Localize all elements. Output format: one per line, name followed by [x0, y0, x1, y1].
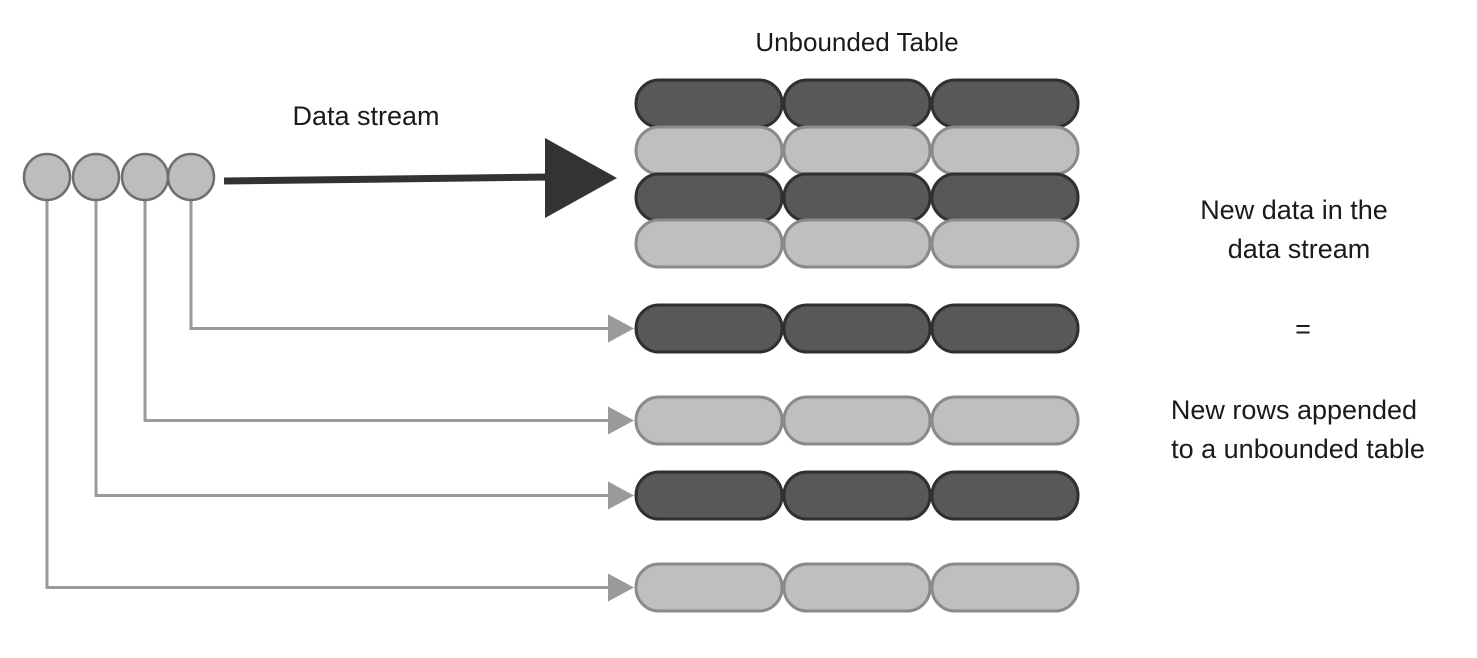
table-cell: [634, 218, 784, 269]
data-stream-arrow: [223, 138, 617, 218]
table-row: [634, 218, 1080, 269]
table-cell: [634, 78, 784, 129]
connector-arrowhead: [608, 406, 634, 435]
connector-arrow: [143, 200, 634, 435]
connector-arrowhead: [608, 573, 634, 602]
table-cell: [634, 562, 784, 613]
table-cell: [782, 125, 932, 176]
table-cell: [930, 470, 1080, 521]
table-cell: [782, 395, 932, 446]
data-stream-arrow-head: [545, 138, 617, 218]
table-cell: [634, 172, 784, 223]
table-cell: [930, 125, 1080, 176]
equals-sign: =: [1295, 314, 1311, 344]
connector-line: [189, 200, 612, 330]
table-cell: [930, 303, 1080, 354]
explanation-line-3: New rows appended: [1171, 395, 1417, 425]
connector-line: [45, 200, 612, 589]
appended-row: [634, 395, 1080, 446]
table-cell: [634, 470, 784, 521]
explanation-line-4: to a unbounded table: [1171, 434, 1425, 464]
explanation-text: New data in the data stream = New rows a…: [1171, 195, 1425, 464]
table-cell: [634, 395, 784, 446]
stream-items: [22, 152, 216, 202]
table-row: [634, 125, 1080, 176]
appended-rows: [634, 303, 1080, 613]
connector-line: [94, 200, 612, 497]
data-stream-label: Data stream: [292, 101, 439, 131]
table-cell: [930, 172, 1080, 223]
appended-row: [634, 470, 1080, 521]
table-cell: [930, 395, 1080, 446]
table-cell: [782, 218, 932, 269]
connector-arrow: [189, 200, 634, 343]
stream-item-circle: [22, 152, 72, 202]
table-cell: [782, 470, 932, 521]
connector-group: [45, 200, 634, 602]
table-row: [634, 172, 1080, 223]
stream-item-circle: [120, 152, 170, 202]
table-cell: [634, 125, 784, 176]
table-cell: [634, 303, 784, 354]
explanation-line-1: New data in the: [1200, 195, 1388, 225]
table-cell: [782, 78, 932, 129]
table-cell: [930, 78, 1080, 129]
unbounded-table-title: Unbounded Table: [755, 27, 958, 57]
table-cell: [782, 303, 932, 354]
appended-row: [634, 303, 1080, 354]
table-cell: [782, 562, 932, 613]
connector-arrow: [45, 200, 634, 602]
table-cell: [782, 172, 932, 223]
connector-line: [143, 200, 612, 422]
connector-arrowhead: [608, 481, 634, 510]
table-cell: [930, 562, 1080, 613]
stream-item-circle: [71, 152, 121, 202]
unbounded-table: [634, 78, 1080, 269]
table-cell: [930, 218, 1080, 269]
stream-item-circle: [166, 152, 216, 202]
connector-arrow: [94, 200, 634, 510]
explanation-line-2: data stream: [1228, 234, 1371, 264]
connector-arrowhead: [608, 314, 634, 343]
appended-row: [634, 562, 1080, 613]
data-stream-arrow-shaft: [223, 173, 553, 185]
table-row: [634, 78, 1080, 129]
